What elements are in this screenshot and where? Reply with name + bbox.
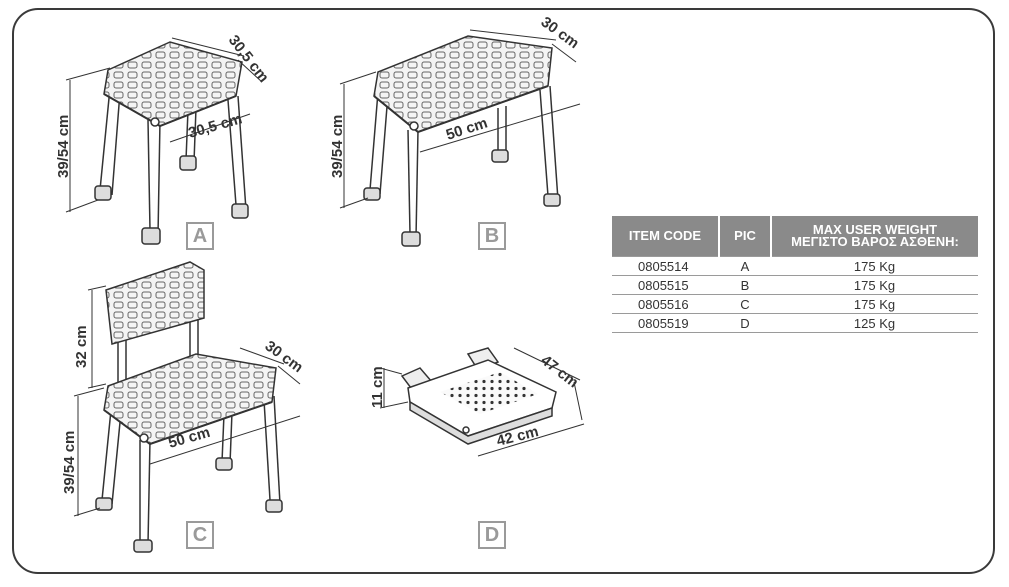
table-row: 0805516 C 175 Kg [612, 294, 978, 314]
pic-cell: A [719, 256, 771, 276]
figure-a-tag: A [186, 222, 214, 250]
chair-c-drawing [95, 261, 283, 553]
stool-b-drawing [363, 35, 561, 247]
chair-c-height-label: 39/54 cm [61, 431, 78, 494]
table-row: 0805515 B 175 Kg [612, 275, 978, 295]
spec-table: ITEM CODE PIC MAX USER WEIGHT ΜΕΓΙΣΤΟ ΒΑ… [612, 216, 978, 333]
item-code-cell: 0805516 [612, 294, 719, 314]
stool-b-dimension-lines [339, 29, 581, 209]
header-max-weight-en: MAX USER WEIGHT [812, 222, 938, 237]
pic-cell: D [719, 313, 771, 333]
header-max-weight: MAX USER WEIGHT ΜΕΓΙΣΤΟ ΒΑΡΟΣ ΑΣΘΕΝΗ: [771, 216, 978, 257]
stool-a-drawing [94, 41, 249, 245]
seat-d-depth-label: 47 cm [538, 352, 582, 392]
weight-cell: 175 Kg [771, 275, 978, 295]
table-row: 0805519 D 125 Kg [612, 313, 978, 333]
item-code-cell: 0805515 [612, 275, 719, 295]
chair-c-back-height-label: 32 cm [73, 325, 90, 368]
header-item-code: ITEM CODE [612, 216, 720, 257]
pic-cell: B [719, 275, 771, 295]
chair-c-dimension-lines [73, 285, 301, 517]
header-pic: PIC [719, 216, 772, 257]
seat-d-dimension-lines [379, 347, 585, 457]
stool-a-dimension-lines [65, 37, 263, 213]
outer-frame [12, 8, 995, 574]
figure-b-tag: B [478, 222, 506, 250]
header-max-weight-gr: ΜΕΓΙΣΤΟ ΒΑΡΟΣ ΑΣΘΕΝΗ: [791, 234, 959, 249]
table-row: 0805514 A 175 Kg [612, 256, 978, 276]
seat-d-drawing [400, 347, 557, 445]
figure-c-tag: C [186, 521, 214, 549]
figure-d-tag: D [478, 521, 506, 549]
stool-b-height-label: 39/54 cm [329, 115, 346, 178]
weight-cell: 175 Kg [771, 256, 978, 276]
spec-table-header: ITEM CODE PIC MAX USER WEIGHT ΜΕΓΙΣΤΟ ΒΑ… [612, 216, 978, 257]
pic-cell: C [719, 294, 771, 314]
item-code-cell: 0805519 [612, 313, 719, 333]
seat-d-height-label: 11 cm [369, 366, 386, 408]
weight-cell: 175 Kg [771, 294, 978, 314]
item-code-cell: 0805514 [612, 256, 719, 276]
weight-cell: 125 Kg [771, 313, 978, 333]
stool-a-height-label: 39/54 cm [55, 115, 72, 178]
